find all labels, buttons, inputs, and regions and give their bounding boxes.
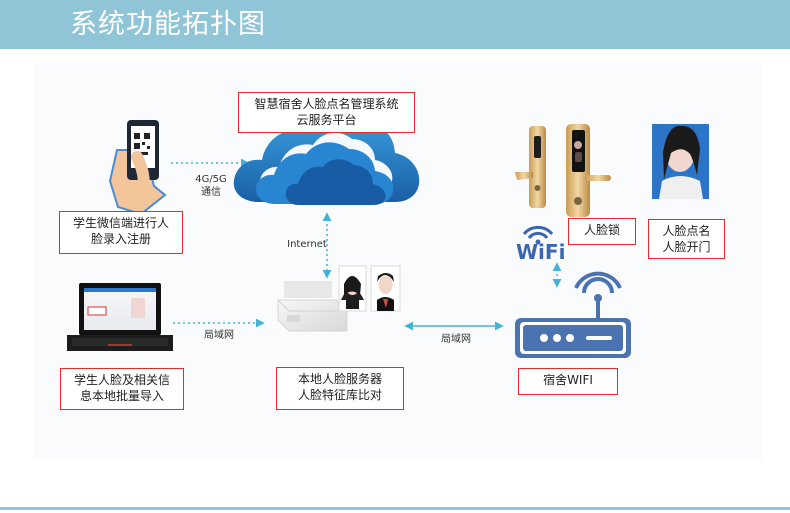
face-lock-label: 人脸锁 bbox=[568, 218, 636, 245]
student-photo-female bbox=[338, 265, 367, 312]
laptop-server-connection-label: 局域网 bbox=[204, 330, 234, 341]
footer-divider bbox=[0, 507, 790, 510]
phone-registration-label: 学生微信端进行人 脸录入注册 bbox=[59, 211, 183, 254]
laptop-import-label: 学生人脸及相关信 息本地批量导入 bbox=[60, 368, 184, 410]
page-title: 系统功能拓扑图 bbox=[0, 0, 790, 49]
server-icon bbox=[277, 281, 348, 332]
router-icon bbox=[515, 271, 631, 358]
server-router-connection-label: 局域网 bbox=[441, 334, 471, 345]
phone-hand-icon bbox=[108, 120, 167, 216]
wifi-label: WiFi bbox=[516, 240, 565, 264]
face-function-label: 人脸点名 人脸开门 bbox=[648, 219, 725, 259]
student-photo-male bbox=[370, 265, 401, 312]
wifi-icon: WiFi bbox=[516, 225, 565, 264]
face-photo bbox=[652, 124, 709, 199]
cloud-platform-label: 智慧宿舍人脸点名管理系统 云服务平台 bbox=[238, 92, 415, 133]
cloud-icon bbox=[233, 113, 420, 205]
server-label: 本地人脸服务器 人脸特征库比对 bbox=[276, 367, 404, 410]
internet-connection-label: Internet bbox=[287, 239, 327, 250]
laptop-icon bbox=[67, 283, 173, 351]
door-lock-icon bbox=[515, 124, 611, 217]
phone-cloud-connection-label: 4G/5G 通信 bbox=[195, 174, 227, 198]
router-label: 宿舍WIFI bbox=[518, 368, 618, 395]
